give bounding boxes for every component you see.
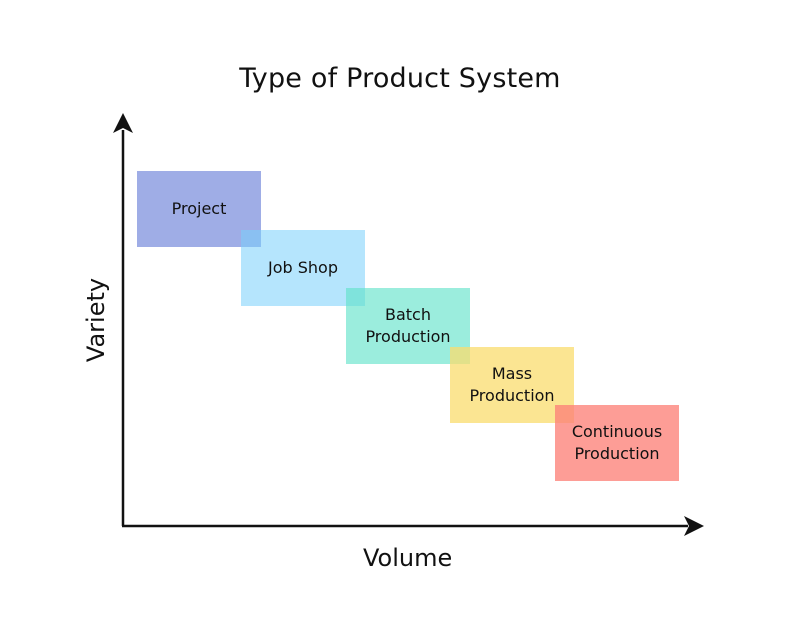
stage-label: Job Shop <box>268 258 338 277</box>
stage-label: Mass Production <box>469 364 555 405</box>
diagram-title: Type of Product System <box>239 63 561 94</box>
stage-label: Continuous Production <box>571 422 663 463</box>
stage-box-job-shop: Job Shop <box>241 230 365 306</box>
x-axis-label: Volume <box>363 544 453 572</box>
stage-label: Project <box>171 199 227 218</box>
y-axis-arrowhead <box>113 113 133 133</box>
stage-label: Batch Production <box>365 305 451 346</box>
stage-box-project: Project <box>137 171 261 247</box>
y-axis <box>113 113 133 526</box>
x-axis-arrowhead <box>684 516 704 536</box>
stage-box-continuous-production: Continuous Production <box>555 405 679 481</box>
y-axis-label: Variety <box>82 277 110 363</box>
x-axis <box>122 516 704 536</box>
stage-box-batch-production: Batch Production <box>346 288 470 364</box>
stage-box-mass-production: Mass Production <box>450 347 574 423</box>
